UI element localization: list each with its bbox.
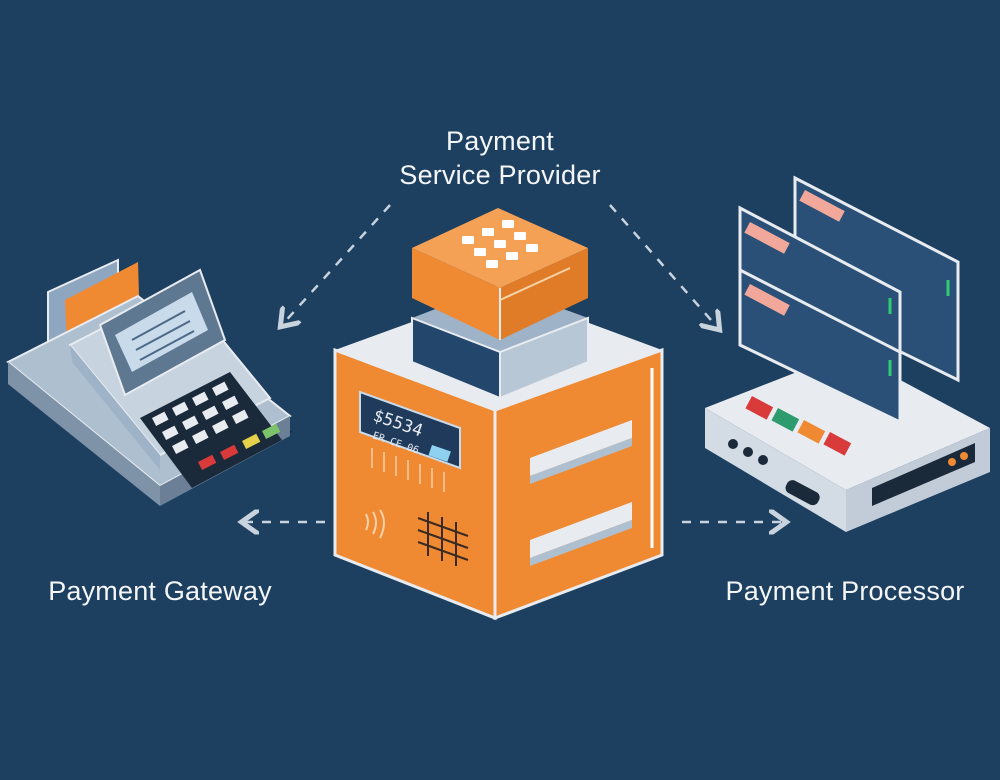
arrow-psp-to-gateway xyxy=(282,204,391,325)
arrow-psp-to-processor xyxy=(609,204,718,328)
psp-label-line2: Service Provider xyxy=(399,160,601,190)
chip-grid-icon xyxy=(417,512,469,566)
connector-arrows xyxy=(244,204,784,522)
psp-label: Payment Service Provider xyxy=(370,124,630,192)
gateway-label: Payment Gateway xyxy=(48,576,272,606)
psp-label-line1: Payment xyxy=(446,126,554,156)
pos-terminal-icon xyxy=(6,258,292,506)
server-processor-icon xyxy=(705,175,990,532)
processor-label: Payment Processor xyxy=(725,576,965,606)
payment-hub-icon: $5534 ER CE 06 xyxy=(333,208,664,621)
contactless-icon xyxy=(365,509,385,539)
